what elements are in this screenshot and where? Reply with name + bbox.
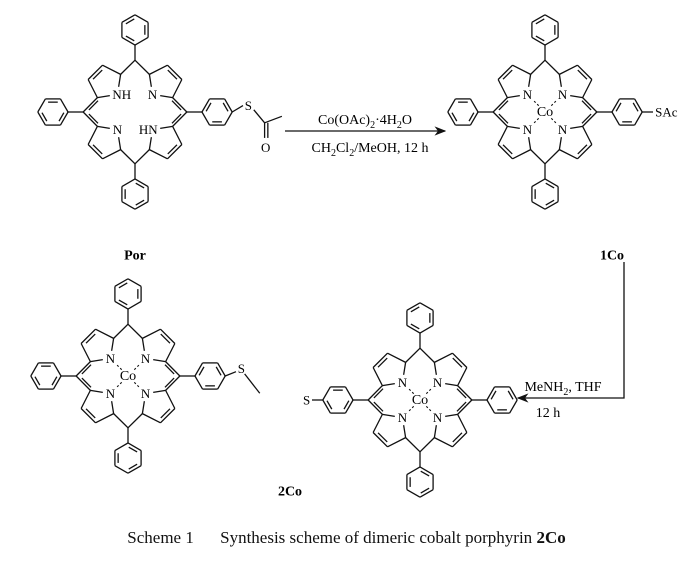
reagents-step2: MeNH2, THF <box>524 380 601 398</box>
nitrogen-label: N <box>523 87 533 102</box>
phenyl-ring <box>30 362 62 390</box>
nitrogen-label: N <box>433 410 443 425</box>
nitrogen-label: NH <box>112 87 131 102</box>
nitrogen-label: N <box>106 386 116 401</box>
pyrrole-ring <box>127 375 181 429</box>
pyrrole-ring <box>75 375 129 429</box>
nitrogen-label: N <box>398 410 408 425</box>
nitrogen-label: N <box>148 87 158 102</box>
phenyl-ring <box>531 178 559 210</box>
phenyl-ring <box>194 362 226 390</box>
nitrogen-label: N <box>141 351 151 366</box>
phenyl-ring <box>406 466 434 498</box>
phenyl-ring <box>114 278 142 310</box>
pyrrole-ring <box>544 111 598 165</box>
caption-label: Scheme 1 <box>127 528 194 547</box>
thioacetate-label: SAc <box>655 105 678 120</box>
reagents-step1: Co(OAc)2·4H2O <box>318 113 412 131</box>
oxygen-label: O <box>261 140 270 155</box>
conditions-step1: CH2Cl2/MeOH, 12 h <box>312 141 429 159</box>
pyrrole-ring <box>367 347 421 401</box>
reaction-arrow-2 <box>516 262 625 403</box>
phenyl-ring <box>447 98 479 126</box>
phenyl-ring <box>406 302 434 334</box>
compound-label-por: Por <box>124 249 146 264</box>
pyrrole-ring <box>544 59 598 113</box>
caption-text: Synthesis scheme of dimeric cobalt porph… <box>220 528 533 547</box>
caption-compound: 2Co <box>536 528 566 547</box>
nitrogen-label: HN <box>139 122 158 137</box>
phenyl-ring <box>114 442 142 474</box>
phenyl-ring <box>201 98 233 126</box>
conditions-step2: 12 h <box>536 406 561 421</box>
nitrogen-label: N <box>398 375 408 390</box>
pyrrole-ring <box>127 323 181 377</box>
pyrrole-ring <box>367 399 421 453</box>
phenyl-ring <box>531 14 559 46</box>
pyrrole-ring <box>419 347 473 401</box>
pyrrole-ring <box>134 59 188 113</box>
compound-label-2co: 2Co <box>278 485 302 500</box>
pyrrole-ring <box>75 323 129 377</box>
phenyl-ring <box>121 14 149 46</box>
reaction-arrows <box>285 126 625 403</box>
nitrogen-label: N <box>523 122 533 137</box>
sulfur-label: S <box>245 98 252 113</box>
nitrogen-label: N <box>558 87 568 102</box>
compound-label-1co: 1Co <box>600 249 624 264</box>
sulfur-label: S <box>238 361 245 376</box>
pyrrole-ring <box>134 111 188 165</box>
scheme-caption: Scheme 1 Synthesis scheme of dimeric cob… <box>0 528 693 548</box>
phenyl-ring <box>121 178 149 210</box>
molecule-por: NH N HN N S O <box>37 14 283 210</box>
nitrogen-label: N <box>106 351 116 366</box>
nitrogen-label: N <box>433 375 443 390</box>
pyrrole-ring <box>82 111 136 165</box>
phenyl-ring <box>37 98 69 126</box>
phenyl-ring <box>322 386 354 414</box>
phenyl-ring <box>486 386 518 414</box>
nitrogen-label: N <box>558 122 568 137</box>
phenyl-ring <box>611 98 643 126</box>
molecule-1co: N N N N Co SAc <box>447 14 678 210</box>
sulfur-label: S <box>303 393 310 408</box>
cobalt-label: Co <box>412 392 428 408</box>
nitrogen-label: N <box>141 386 151 401</box>
pyrrole-ring <box>492 111 546 165</box>
pyrrole-ring <box>492 59 546 113</box>
cobalt-label: Co <box>537 104 553 120</box>
pyrrole-ring <box>82 59 136 113</box>
nitrogen-label: N <box>113 122 123 137</box>
pyrrole-ring <box>419 399 473 453</box>
cobalt-label: Co <box>120 368 136 384</box>
